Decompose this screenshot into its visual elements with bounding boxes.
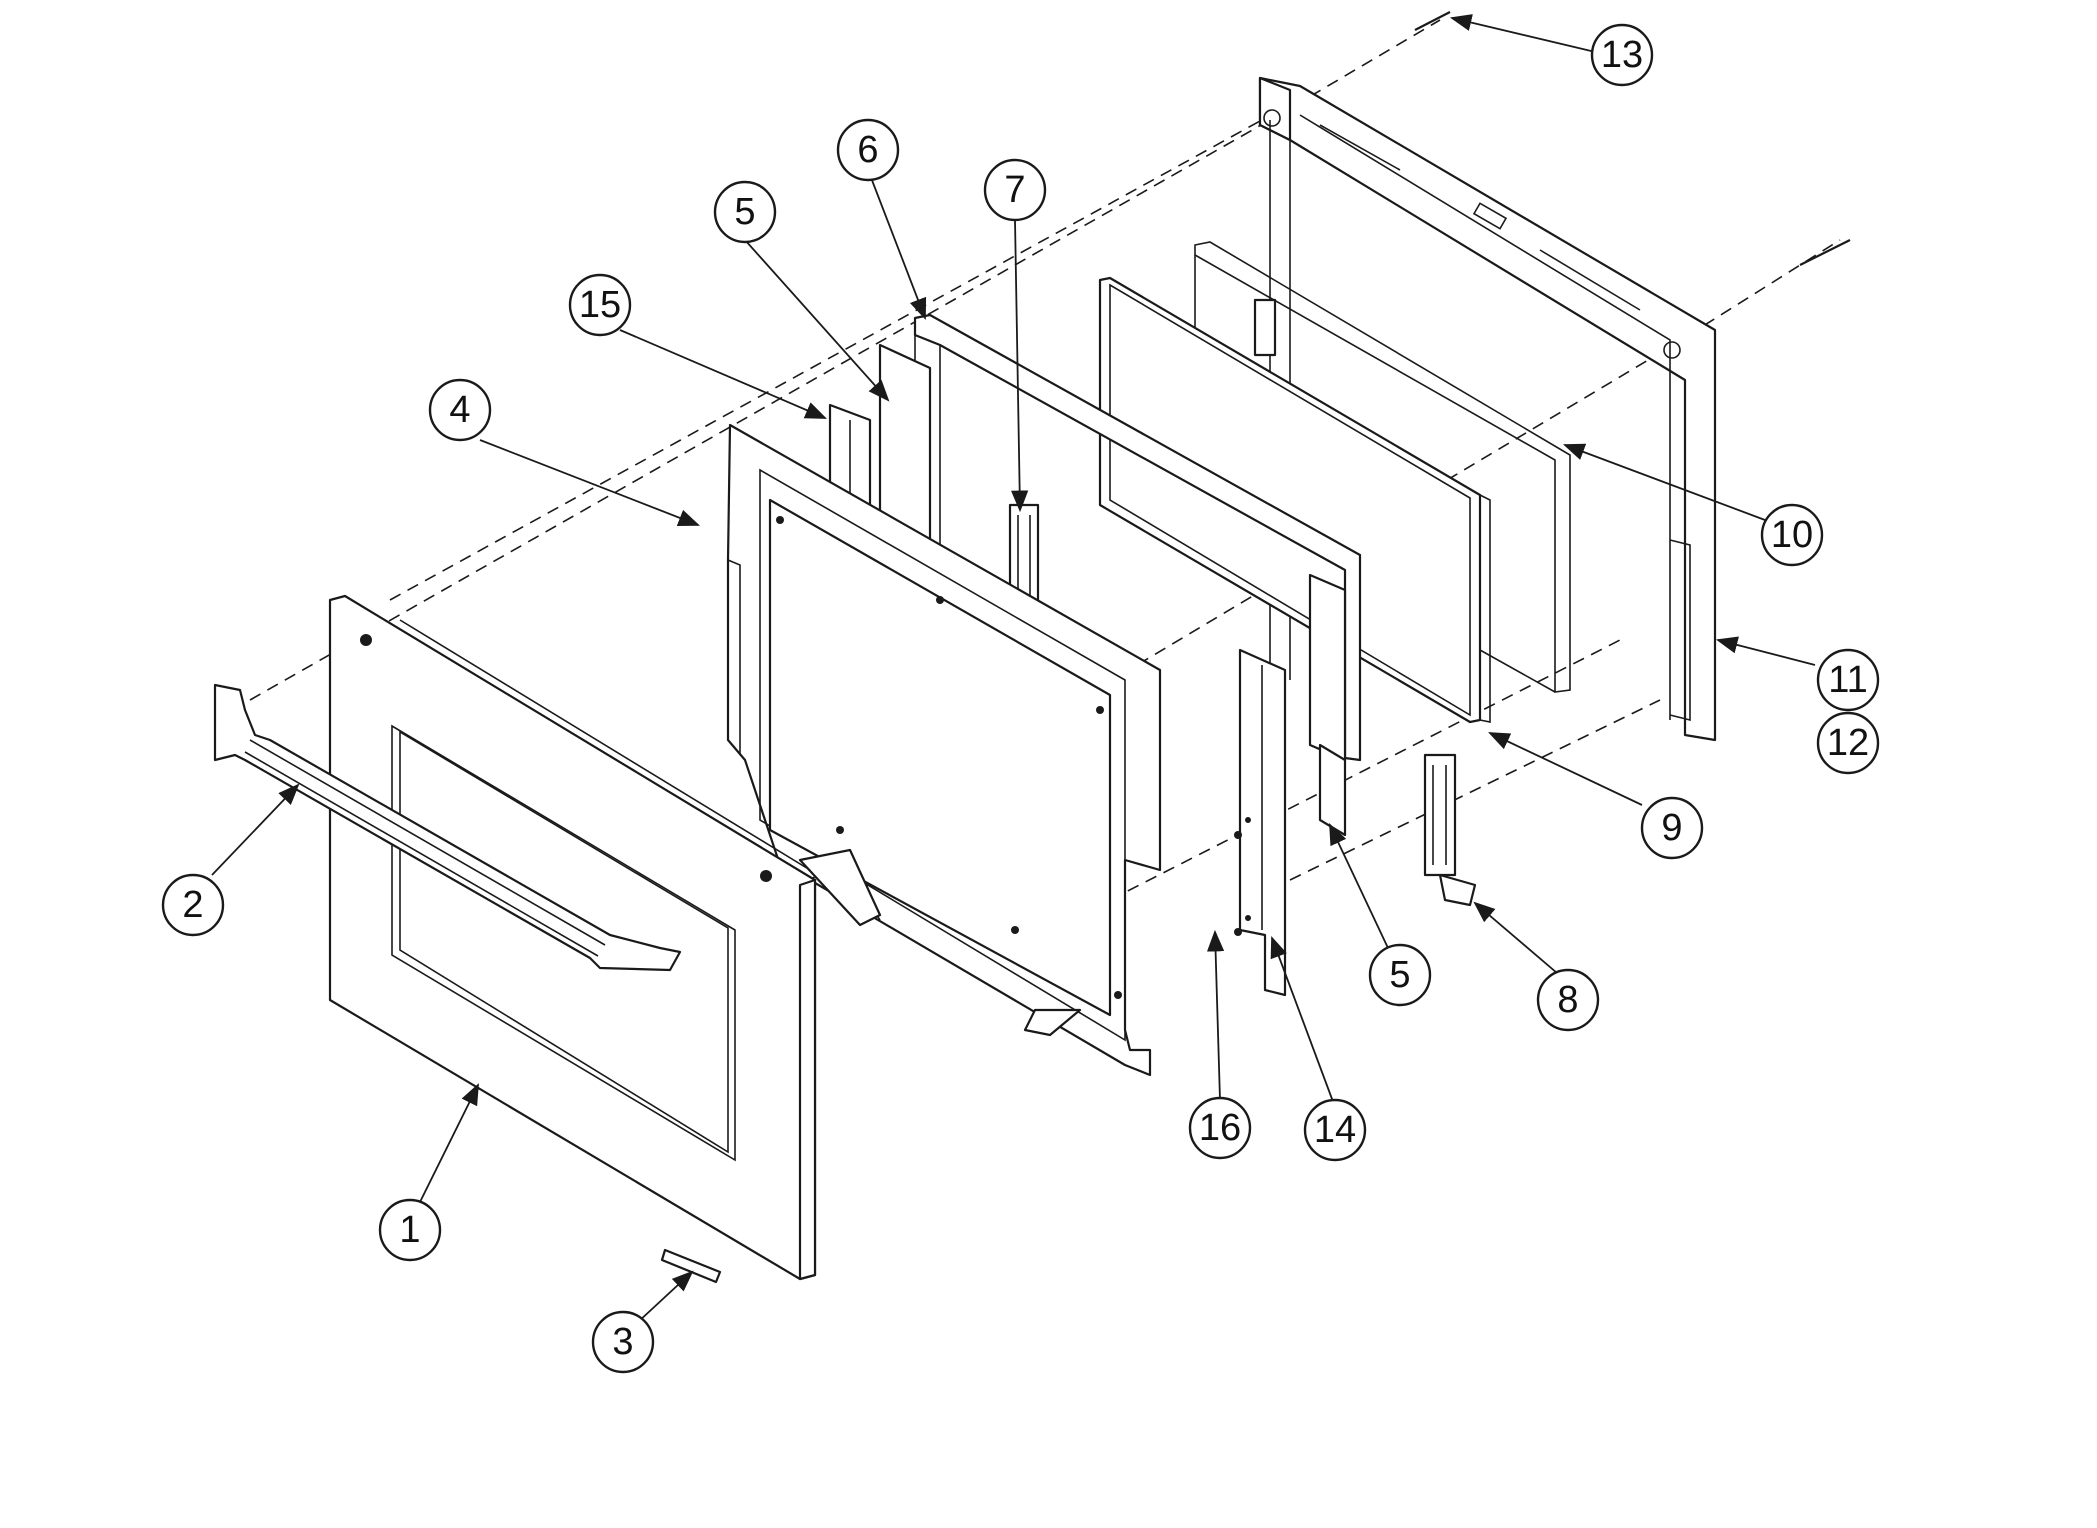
door-inner-panel-part [726,423,1162,1077]
inner-glass-part [1098,276,1491,724]
callout-6-label: 6 [857,129,878,171]
callout-5-upper: 5 [713,180,777,244]
callout-leaders [211,14,1816,1323]
callout-9: 9 [1640,796,1704,860]
top-screws-part [1414,11,1851,266]
callout-2-label: 2 [182,884,203,926]
wire-frame-part [1194,241,1571,693]
lower-hinge-part [1423,753,1477,907]
callout-1-label: 1 [399,1209,420,1251]
door-handle-part [213,683,682,972]
callout-15-label: 15 [579,284,621,326]
callout-10: 10 [1760,503,1824,567]
callout-5-upper-label: 5 [734,191,755,233]
callout-4: 4 [428,378,492,442]
callout-3: 3 [591,1310,655,1374]
callout-4-label: 4 [449,389,470,431]
callout-16: 16 [1188,1096,1252,1160]
callout-14: 14 [1303,1098,1367,1162]
callout-7-label: 7 [1004,169,1025,211]
callout-16-label: 16 [1199,1107,1241,1149]
callout-2: 2 [161,873,225,937]
callout-10-label: 10 [1771,514,1813,556]
callout-5-lower: 5 [1368,943,1432,1007]
callout-8: 8 [1536,968,1600,1032]
callout-5-lower-label: 5 [1389,954,1410,996]
callout-11: 11 [1816,648,1880,712]
callout-12-label: 12 [1827,722,1869,764]
callout-6: 6 [836,118,900,182]
callout-11-label: 11 [1828,659,1867,701]
callout-7: 7 [983,158,1047,222]
callout-8-label: 8 [1557,979,1578,1021]
callout-3-label: 3 [612,1321,633,1363]
callout-12: 12 [1816,711,1880,775]
brand-badge-part [660,1248,722,1284]
callout-13-label: 13 [1601,34,1643,76]
callout-9-label: 9 [1661,807,1682,849]
callout-13: 13 [1590,23,1654,87]
right-channel-part [1234,648,1287,997]
callout-1: 1 [378,1198,442,1262]
callout-15: 15 [568,273,632,337]
rear-door-frame-part [1258,76,1717,742]
callout-14-label: 14 [1314,1109,1356,1151]
